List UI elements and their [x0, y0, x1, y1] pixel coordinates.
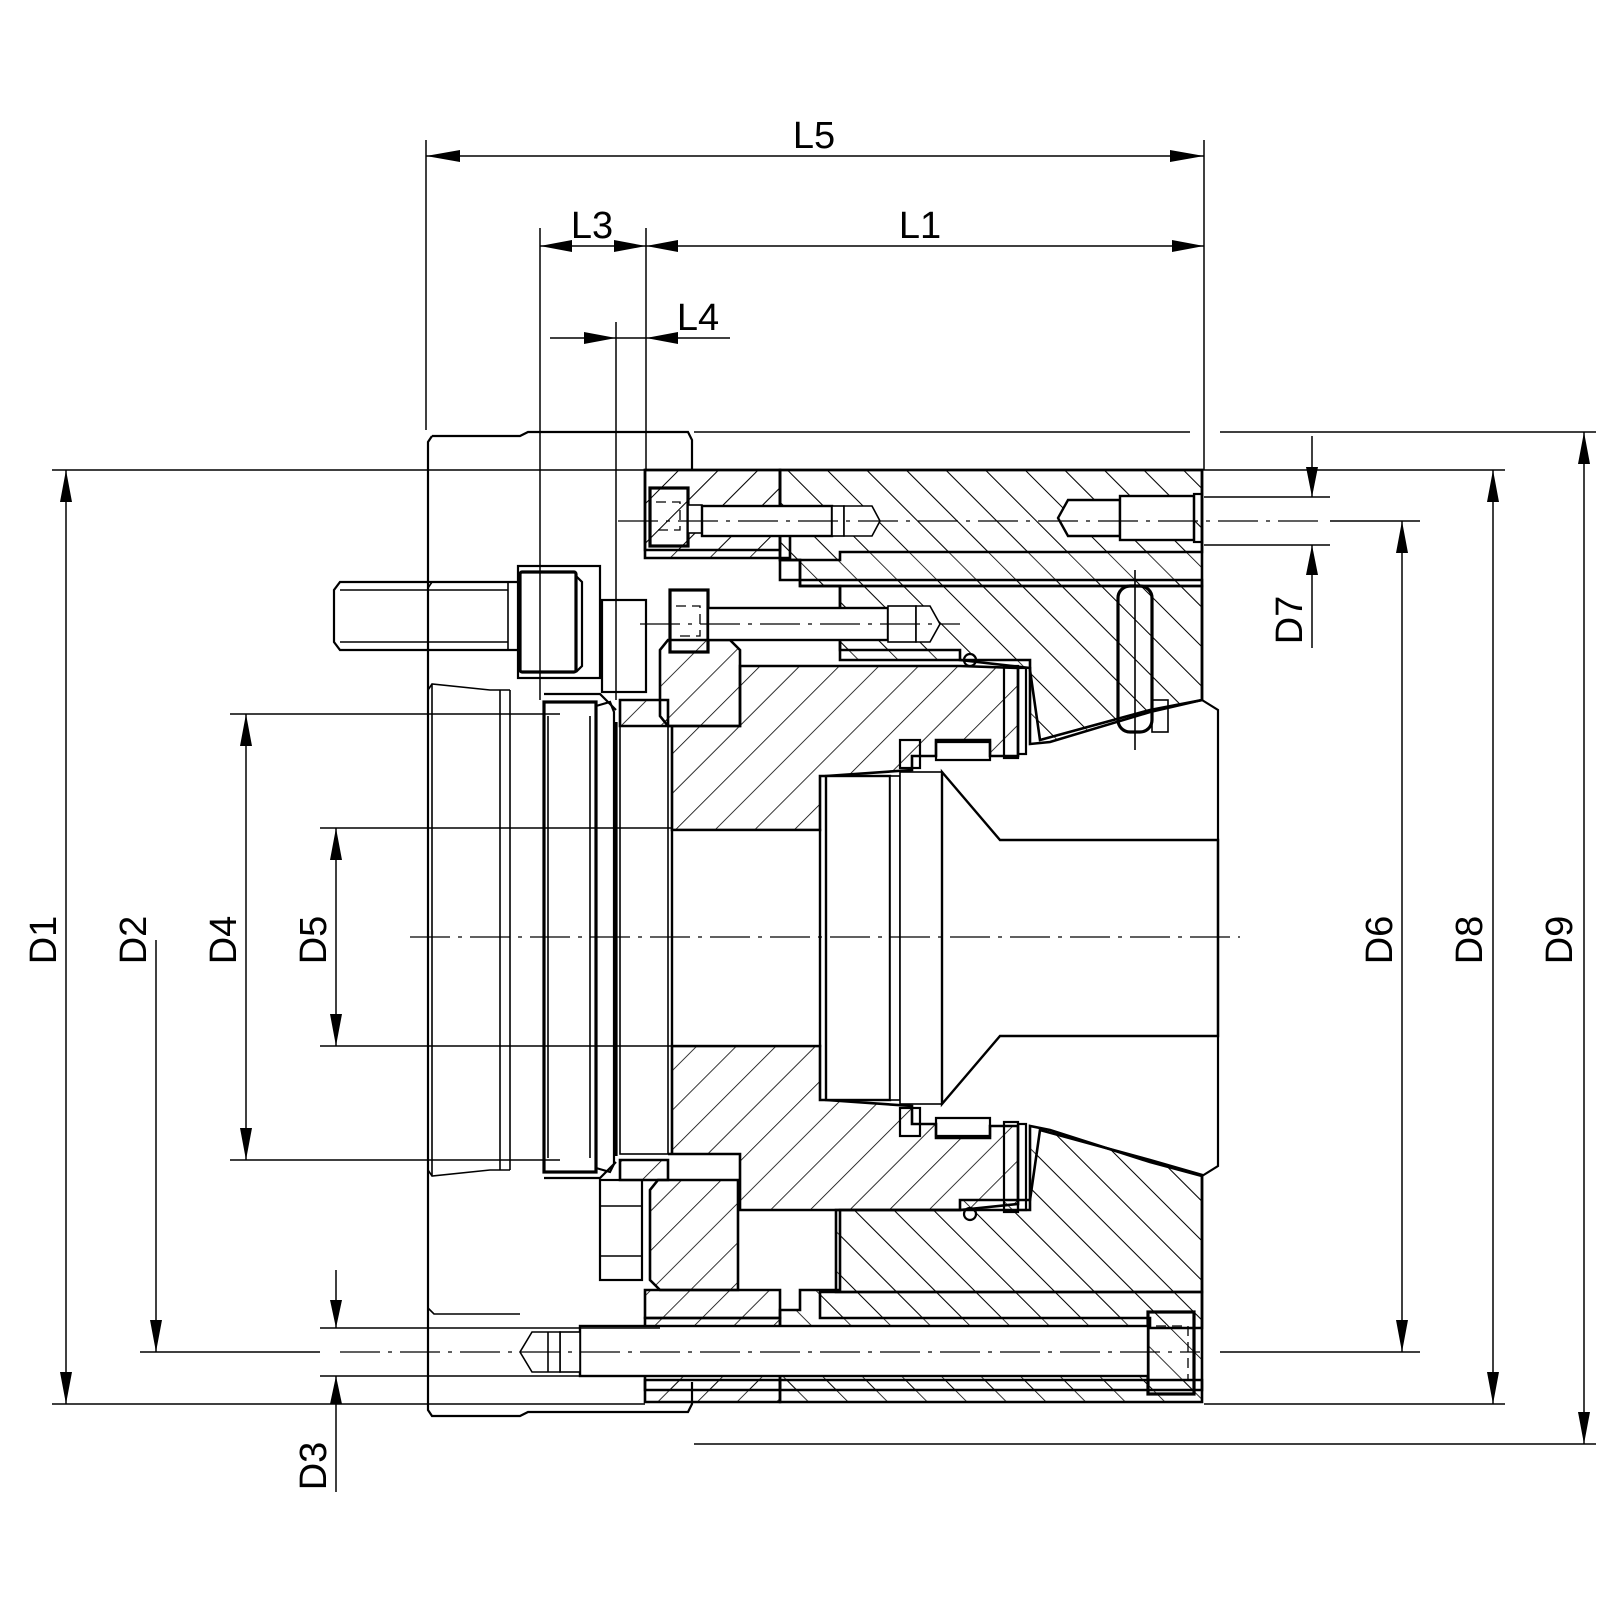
label-L1: L1	[899, 205, 941, 247]
stud-bolt	[332, 564, 602, 680]
label-D7: D7	[1269, 596, 1311, 645]
label-D6: D6	[1359, 916, 1401, 965]
label-D9: D9	[1539, 916, 1581, 965]
adapter-flange	[426, 430, 694, 1418]
dimension-L4	[550, 332, 730, 344]
label-L4: L4	[677, 297, 719, 339]
piston-lower	[818, 1124, 1204, 1330]
extension-lines	[52, 140, 1596, 1445]
sleeve-ring	[542, 692, 669, 1180]
threaded-hole-top-right	[1056, 492, 1204, 544]
label-L3: L3	[571, 205, 613, 247]
dimension-D3	[330, 1270, 342, 1492]
label-D8: D8	[1449, 916, 1491, 965]
label-D2: D2	[113, 916, 155, 965]
dimension-D7	[1306, 436, 1318, 648]
dimension-D8	[1487, 470, 1499, 1404]
dimension-D6	[1396, 521, 1408, 1352]
nut-upper	[600, 598, 648, 694]
hex-socket-hidden-lines	[656, 501, 1189, 1381]
label-D5: D5	[293, 916, 335, 965]
nut-lower	[598, 1178, 644, 1282]
label-L5: L5	[793, 115, 835, 157]
upper-flange-ring	[618, 638, 742, 728]
bore	[670, 699, 1220, 1177]
dimension-D9	[1578, 432, 1590, 1444]
lower-flange-ring	[618, 1158, 782, 1320]
label-D4: D4	[203, 916, 245, 965]
dowel-pin	[1116, 570, 1169, 750]
centerlines	[340, 520, 1320, 1353]
label-D1: D1	[23, 916, 65, 965]
seal-grooves	[898, 652, 1028, 1222]
dimension-D1	[60, 470, 72, 1404]
dimension-D4	[240, 714, 252, 1160]
dimension-L3	[540, 240, 646, 252]
dimension-L1	[646, 240, 1204, 252]
dimension-L5	[426, 150, 1204, 162]
label-D3: D3	[293, 1442, 335, 1491]
dimension-D2	[150, 940, 162, 1352]
dimension-D5	[330, 828, 342, 1046]
